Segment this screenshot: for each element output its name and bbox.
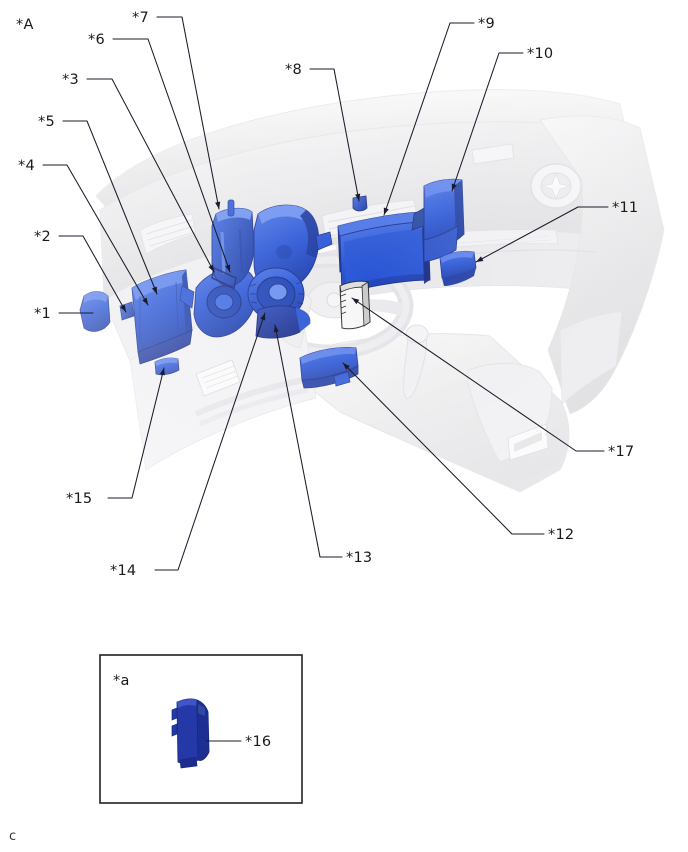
callout-7-label: *7 xyxy=(132,10,149,26)
callout-15-label: *15 xyxy=(66,491,92,507)
callout-8-leader-line xyxy=(309,68,360,202)
leader-arrowhead xyxy=(208,264,214,272)
callout-2: *2 xyxy=(34,229,127,313)
callout-14-leader-line xyxy=(154,312,266,571)
callout-12-leader-line xyxy=(342,362,545,535)
leader-arrowhead xyxy=(159,368,165,376)
shift-knob xyxy=(405,324,429,344)
leader-arrowhead xyxy=(383,207,389,215)
callout-10: *10 xyxy=(451,46,553,192)
callout-6: *6 xyxy=(88,32,231,273)
callout-5-label: *5 xyxy=(38,114,55,130)
callout-17-leader-line xyxy=(351,297,605,452)
component-1-module xyxy=(79,291,111,332)
component-8-sensor xyxy=(352,195,368,212)
callout-15-leader-line xyxy=(107,367,165,499)
callout-3: *3 xyxy=(62,72,215,273)
callout-12: *12 xyxy=(342,362,574,543)
callout-3-leader-line xyxy=(86,78,215,273)
callout-6-label: *6 xyxy=(88,32,105,48)
callout-12-label: *12 xyxy=(548,527,574,543)
callout-15: *15 xyxy=(66,367,165,507)
callout-10-label: *10 xyxy=(527,46,553,62)
callout-7-leader-line xyxy=(156,16,220,210)
leader-arrowhead xyxy=(215,201,221,209)
callout-16-label: *16 xyxy=(245,734,271,750)
callout-4: *4 xyxy=(18,158,149,306)
section-label-a: *A xyxy=(16,17,34,33)
callout-17-label: *17 xyxy=(608,444,634,460)
callout-6-leader-line xyxy=(112,38,231,273)
callout-13: *13 xyxy=(273,324,372,566)
callout-11-leader-line xyxy=(475,206,609,263)
callout-9: *9 xyxy=(383,16,495,216)
leader-arrowhead xyxy=(451,183,457,191)
callout-13-leader-line xyxy=(274,324,343,558)
callout-14-label: *14 xyxy=(110,563,136,579)
callout-9-label: *9 xyxy=(478,16,495,32)
callout-7: *7 xyxy=(132,10,221,210)
component-16-module xyxy=(171,698,210,769)
leader-arrowhead xyxy=(476,256,484,262)
callout-14: *14 xyxy=(110,312,266,579)
callout-3-label: *3 xyxy=(62,72,79,88)
leader-arrowhead xyxy=(273,325,279,333)
steering-emblem xyxy=(326,292,342,308)
callout-9-leader-line xyxy=(383,22,475,216)
callout-1-label: *1 xyxy=(34,306,51,322)
callout-2-leader-line xyxy=(58,235,127,313)
callout-11: *11 xyxy=(475,200,638,263)
callout-1: *1 xyxy=(34,306,94,322)
callout-11-label: *11 xyxy=(612,200,638,216)
callout-4-leader-line xyxy=(42,164,149,306)
callout-5-leader-line xyxy=(62,120,158,295)
leader-arrowhead xyxy=(151,286,157,294)
leader-arrowhead xyxy=(343,363,350,370)
leader-arrowhead xyxy=(260,313,266,321)
callout-5: *5 xyxy=(38,114,158,295)
footer-mark: c xyxy=(9,829,16,844)
leader-arrowhead xyxy=(120,304,126,312)
callout-10-leader-line xyxy=(451,52,524,192)
component-17-module xyxy=(339,280,371,330)
leader-arrowhead xyxy=(225,264,231,272)
callout-4-label: *4 xyxy=(18,158,35,174)
callout-layer: *1 *2 *3 *4 *5 *6 *7 *8 *9 *10 *11 *12 *13 *14 *15 *17 xyxy=(18,10,638,579)
leader-arrowhead xyxy=(142,297,148,305)
leader-arrowhead xyxy=(355,193,361,201)
leader-arrowhead xyxy=(352,298,360,305)
inset-panel: *a *16 xyxy=(99,654,303,804)
callout-8-label: *8 xyxy=(285,62,302,78)
callout-17: *17 xyxy=(351,297,634,460)
callout-8: *8 xyxy=(285,62,361,202)
inset-label-a: *a xyxy=(113,673,130,689)
callout-13-label: *13 xyxy=(346,550,372,566)
callout-2-label: *2 xyxy=(34,229,51,245)
